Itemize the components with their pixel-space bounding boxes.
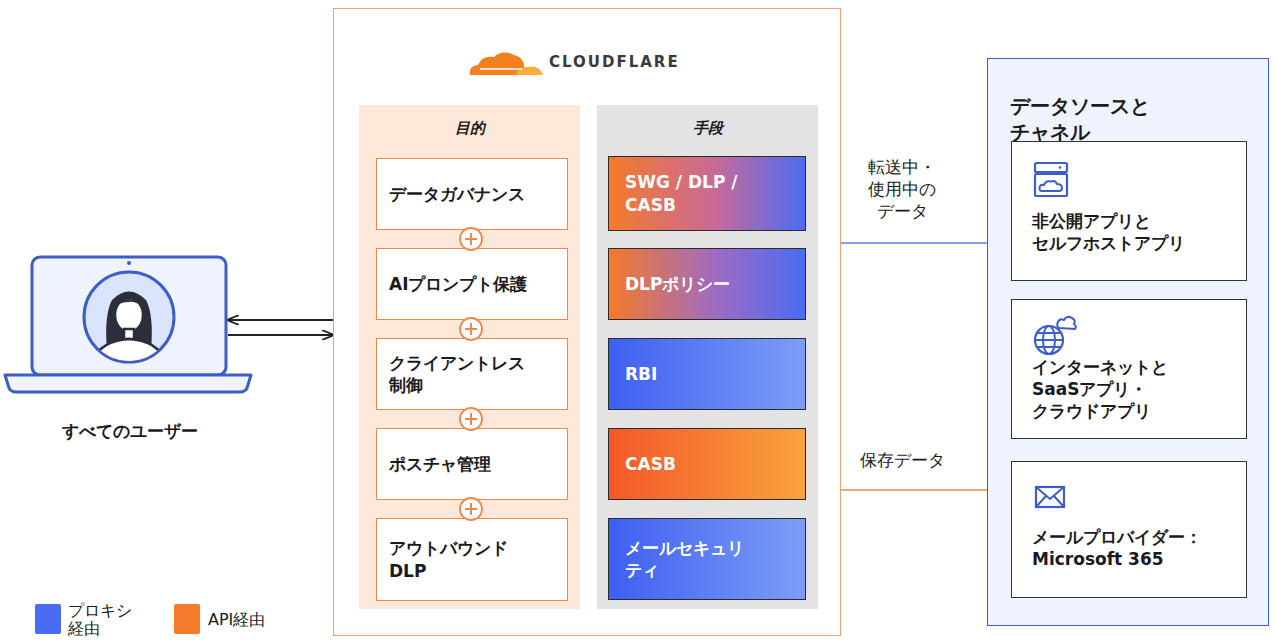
legend-text: API経由	[208, 611, 298, 629]
connector	[841, 489, 987, 491]
legend-text: プロキシ 経由	[68, 602, 140, 637]
node-label: メールプロバイダー： Microsoft 365	[1032, 526, 1242, 570]
purpose-column: 目的データガバナンス AIプロンプト保護クライアントレス制御ポスチャ管理アウトバウ…	[359, 105, 580, 609]
node-label: CASB	[625, 453, 676, 475]
node-label: アウトバウンドDLP	[389, 537, 537, 581]
user-laptop: すべてのユーザー	[30, 255, 228, 377]
legend-swatch	[174, 604, 200, 634]
connector	[228, 319, 333, 321]
data-source-panel: データソースと チャネル非公開アプリと セルフホストアプリインターネットと Sa…	[987, 58, 1269, 626]
node-label: CLOUDFLARE	[549, 53, 749, 73]
edge-label: 転送中・ 使用中の データ	[848, 156, 956, 222]
node-label: メールセキュリティ	[625, 537, 755, 581]
node-label: すべてのユーザー	[5, 420, 255, 442]
node-label: 非公開アプリと セルフホストアプリ	[1032, 210, 1232, 254]
means-box: RBI	[608, 338, 806, 410]
edge-label: 保存データ	[852, 449, 952, 471]
source-box: メールプロバイダー： Microsoft 365	[1011, 461, 1247, 598]
node-label: データソースと チャネル	[1010, 93, 1185, 145]
purpose-box: ポスチャ管理	[376, 428, 568, 500]
node-label: データガバナンス	[389, 183, 525, 205]
connector	[228, 334, 333, 336]
source-box: インターネットと SaaSアプリ・ クラウドアプリ	[1011, 299, 1247, 439]
purpose-box: アウトバウンドDLP	[376, 518, 568, 601]
node-label: クライアントレス制御	[389, 352, 537, 396]
purpose-box: クライアントレス制御	[376, 338, 568, 410]
means-box: CASB	[608, 428, 806, 500]
laptop-illustration	[0, 255, 260, 400]
source-box: 非公開アプリと セルフホストアプリ	[1011, 141, 1247, 281]
means-box: DLPポリシー	[608, 248, 806, 320]
legend-swatch	[35, 604, 61, 634]
node-label: SWG / DLP / CASB	[625, 171, 755, 215]
purpose-box: データガバナンス	[376, 158, 568, 230]
node-label: DLPポリシー	[625, 273, 730, 295]
means-box: SWG / DLP / CASB	[608, 156, 806, 231]
node-label: 手段	[597, 119, 818, 139]
envelope-icon	[1034, 484, 1068, 512]
purpose-box: AIプロンプト保護	[376, 248, 568, 320]
node-label: RBI	[625, 363, 657, 385]
cloud-logo	[466, 49, 548, 79]
means-box: メールセキュリティ	[608, 518, 806, 600]
node-label: インターネットと SaaSアプリ・ クラウドアプリ	[1032, 356, 1232, 422]
node-label: 目的	[359, 119, 580, 139]
globe-cloud-icon	[1032, 314, 1078, 358]
connector	[841, 242, 987, 244]
node-label: ポスチャ管理	[389, 453, 491, 475]
node-label: AIプロンプト保護	[389, 273, 527, 295]
cloudflare-platform: CLOUDFLARE 目的データガバナンス AIプロンプト保護クライアントレス制御ポ…	[333, 8, 841, 636]
server-cloud-icon	[1032, 160, 1072, 200]
means-column: 手段 SWG / DLP / CASB DLPポリシー RBI CASB メールセキュリテ…	[597, 105, 818, 609]
